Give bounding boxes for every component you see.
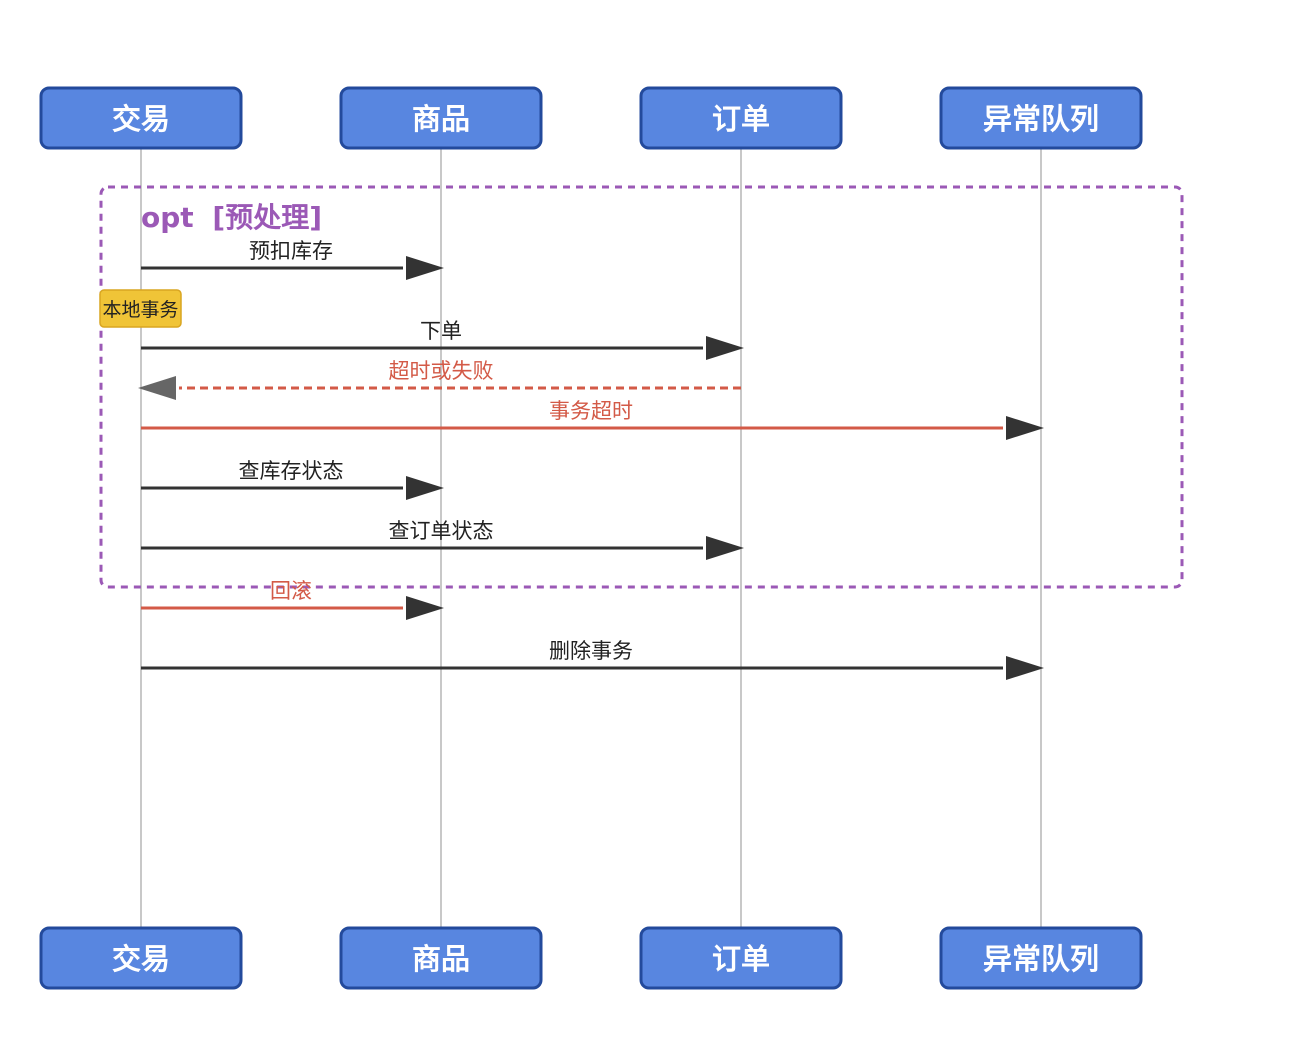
arrowhead — [1006, 656, 1044, 680]
participant-label: 异常队列 — [983, 102, 1099, 136]
opt-condition: [预处理] — [212, 201, 322, 234]
participant-box — [939, 86, 1143, 150]
message-label: 查库存状态 — [239, 459, 344, 483]
arrowhead — [1006, 416, 1044, 440]
participant-goods-bottom: 商品 — [339, 926, 543, 990]
lifelines — [140, 148, 1042, 928]
arrowhead — [138, 376, 176, 400]
arrowhead — [706, 336, 744, 360]
participant-label: 订单 — [712, 102, 770, 136]
participant-box — [639, 86, 843, 150]
message-3: 超时或失败 — [138, 359, 741, 400]
opt-label: opt [预处理] — [141, 201, 322, 234]
note: 本地事务 — [99, 289, 182, 328]
note-box — [99, 289, 182, 328]
participant-order-top: 订单 — [639, 86, 843, 150]
participant-label: 交易 — [112, 942, 170, 976]
arrowhead — [706, 536, 744, 560]
opt-frame — [99, 185, 1184, 589]
participant-box — [639, 926, 843, 990]
participant-trade-top: 交易 — [39, 86, 243, 150]
participant-label: 商品 — [412, 102, 470, 136]
message-label: 预扣库存 — [249, 239, 333, 263]
participant-label: 异常队列 — [983, 942, 1099, 976]
message-label: 事务超时 — [549, 399, 633, 423]
participant-box — [39, 86, 243, 150]
participant-box — [339, 86, 543, 150]
message-label: 超时或失败 — [389, 359, 494, 383]
participant-box — [39, 926, 243, 990]
message-1: 预扣库存 — [141, 239, 444, 280]
note-text: 本地事务 — [102, 299, 178, 321]
participant-box — [339, 926, 543, 990]
message-6: 查订单状态 — [141, 519, 744, 560]
participant-trade-bottom: 交易 — [39, 926, 243, 990]
participant-queue-bottom: 异常队列 — [939, 926, 1143, 990]
participant-label: 订单 — [712, 942, 770, 976]
message-label: 查订单状态 — [389, 519, 494, 543]
opt-keyword: opt — [141, 201, 194, 234]
participant-box — [939, 926, 1143, 990]
message-2: 下单 — [141, 319, 744, 360]
message-4: 事务超时 — [141, 399, 1044, 440]
arrowhead — [406, 256, 444, 280]
message-7: 回滚 — [141, 579, 444, 620]
message-label: 回滚 — [270, 579, 312, 603]
message-5: 查库存状态 — [141, 459, 444, 500]
participant-order-bottom: 订单 — [639, 926, 843, 990]
message-label: 下单 — [420, 319, 462, 343]
opt-block: opt [预处理] — [99, 185, 1184, 589]
participant-label: 商品 — [412, 942, 470, 976]
participant-label: 交易 — [112, 102, 170, 136]
message-label: 删除事务 — [549, 639, 633, 663]
participant-queue-top: 异常队列 — [939, 86, 1143, 150]
participant-goods-top: 商品 — [339, 86, 543, 150]
arrowhead — [406, 476, 444, 500]
message-8: 删除事务 — [141, 639, 1044, 680]
arrowhead — [406, 596, 444, 620]
